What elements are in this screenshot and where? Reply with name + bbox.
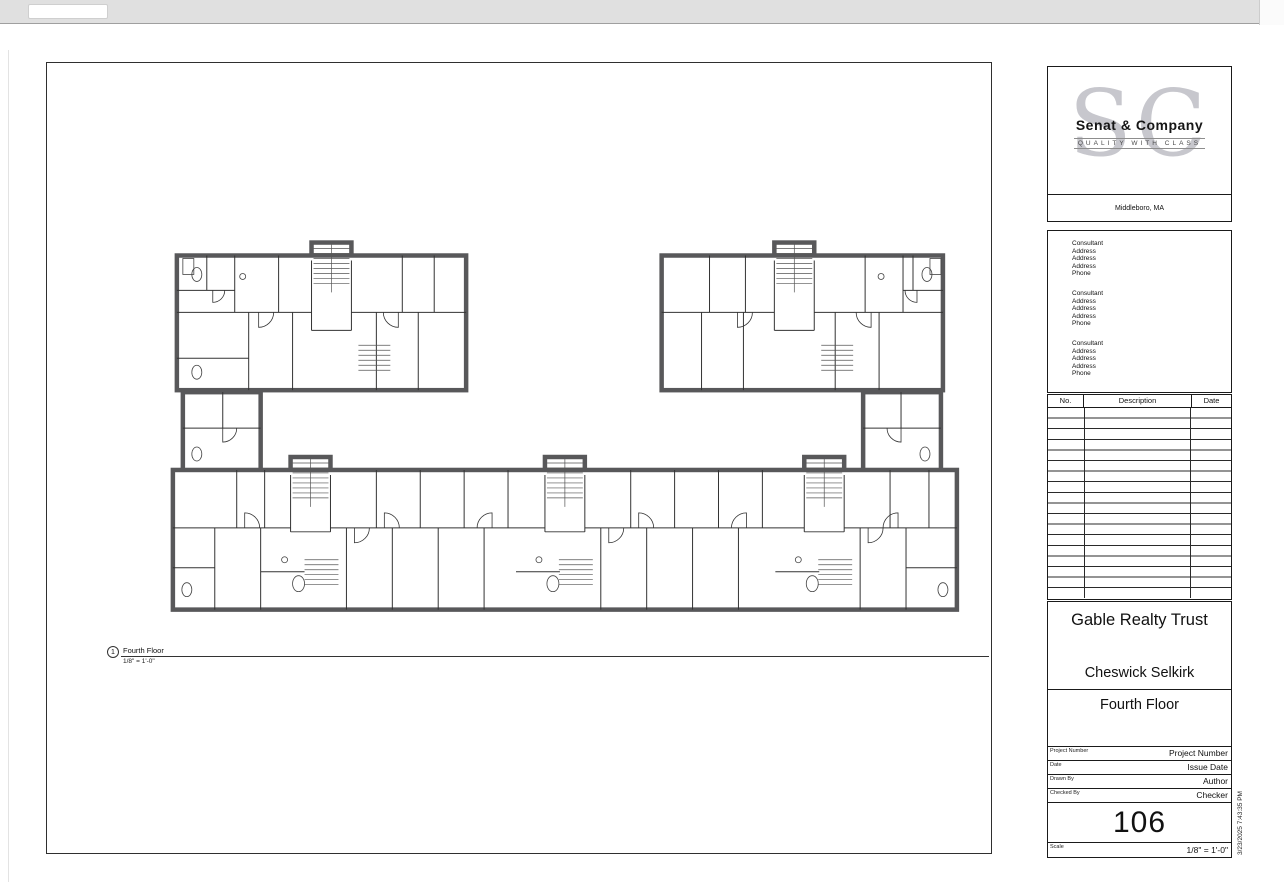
field-project-number: Project Number Project Number	[1047, 746, 1232, 761]
sheet-name: Fourth Floor	[1100, 697, 1179, 713]
revision-col-description: Description	[1118, 396, 1157, 405]
consultant-phone: Phone	[1072, 270, 1091, 278]
field-label: Drawn By	[1050, 776, 1074, 782]
titleblock-consultants: Consultant Address Address Address Phone…	[1047, 230, 1232, 393]
company-name: Senat & Company	[1075, 117, 1204, 133]
floor-plan-drawing	[170, 240, 960, 612]
consultant-phone: Phone	[1072, 320, 1091, 328]
client-name: Gable Realty Trust	[1071, 611, 1208, 629]
field-value: Project Number	[1168, 748, 1228, 758]
revision-col-no: No.	[1048, 395, 1084, 407]
plan-walls	[170, 240, 960, 612]
plan-doors	[212, 290, 918, 544]
field-label: Date	[1050, 762, 1062, 768]
consultant-block: Consultant Address Address Address Phone	[1072, 340, 1231, 378]
field-scale: Scale 1/8" = 1'-0"	[1047, 842, 1232, 858]
titleblock-project-titles: Gable Realty Trust Cheswick Selkirk Four…	[1047, 601, 1232, 747]
drawing-sheet: 1 Fourth Floor 1/8" = 1'-0" SC Senat & C…	[0, 25, 1284, 882]
field-date: Date Issue Date	[1047, 760, 1232, 775]
sheet-number: 106	[1047, 802, 1232, 843]
view-title-text: Fourth Floor	[123, 646, 164, 655]
drawing-area: 1 Fourth Floor 1/8" = 1'-0"	[46, 62, 992, 854]
print-timestamp: 3/23/2025 7:43:35 PM	[1237, 791, 1244, 855]
consultant-address: Address	[1072, 255, 1096, 263]
company-monogram: SC	[1068, 70, 1211, 177]
consultant-address: Address	[1072, 297, 1096, 305]
browser-toolbar[interactable]	[0, 0, 1259, 24]
viewport-title: 1 Fourth Floor 1/8" = 1'-0"	[107, 645, 989, 669]
revision-table-gridline	[1190, 408, 1191, 598]
revision-table-header: No. Description Date	[1048, 395, 1231, 408]
field-label: Project Number	[1050, 748, 1089, 754]
toolbar-field[interactable]	[28, 4, 108, 19]
consultant-block: Consultant Address Address Address Phone	[1072, 290, 1231, 328]
field-label: Checked By	[1050, 790, 1080, 796]
scale-label: Scale	[1050, 844, 1064, 850]
consultant-address: Address	[1072, 347, 1096, 355]
revision-table: No. Description Date	[1047, 394, 1232, 600]
view-number-bubble: 1	[107, 646, 119, 658]
consultant-address: Address	[1072, 262, 1096, 270]
consultant-address: Address	[1072, 247, 1096, 255]
revision-table-gridline	[1084, 408, 1085, 598]
titleblock-divider	[1048, 689, 1231, 690]
company-tagline: QUALITY WITH CLASS	[1073, 138, 1206, 149]
consultant-role: Consultant	[1072, 240, 1104, 247]
field-checked-by: Checked By Checker	[1047, 788, 1232, 803]
plan-partitions	[172, 255, 957, 610]
consultant-address: Address	[1072, 305, 1096, 313]
revision-table-rows	[1048, 408, 1231, 598]
sheet-edge	[8, 50, 9, 882]
field-value: Author	[1202, 776, 1228, 786]
plan-fixtures	[181, 258, 949, 598]
scale-value: 1/8" = 1'-0"	[1186, 845, 1228, 855]
consultant-address: Address	[1072, 312, 1096, 320]
consultant-address: Address	[1072, 362, 1096, 370]
plan-stairs	[292, 244, 854, 586]
consultant-role: Consultant	[1072, 289, 1104, 297]
consultant-address: Address	[1072, 355, 1096, 363]
view-scale-text: 1/8" = 1'-0"	[123, 658, 155, 665]
field-drawn-by: Drawn By Author	[1047, 774, 1232, 789]
field-value: Issue Date	[1187, 762, 1228, 772]
consultant-block: Consultant Address Address Address Phone	[1072, 240, 1231, 278]
project-name: Cheswick Selkirk	[1084, 665, 1195, 681]
consultant-phone: Phone	[1072, 370, 1091, 378]
revision-col-date: Date	[1191, 395, 1231, 407]
titleblock-location: Middleboro, MA	[1047, 194, 1232, 222]
consultant-role: Consultant	[1072, 339, 1104, 347]
view-title-underline	[121, 656, 989, 657]
titleblock-logo: SC Senat & Company QUALITY WITH CLASS	[1047, 66, 1232, 195]
field-value: Checker	[1196, 790, 1228, 800]
